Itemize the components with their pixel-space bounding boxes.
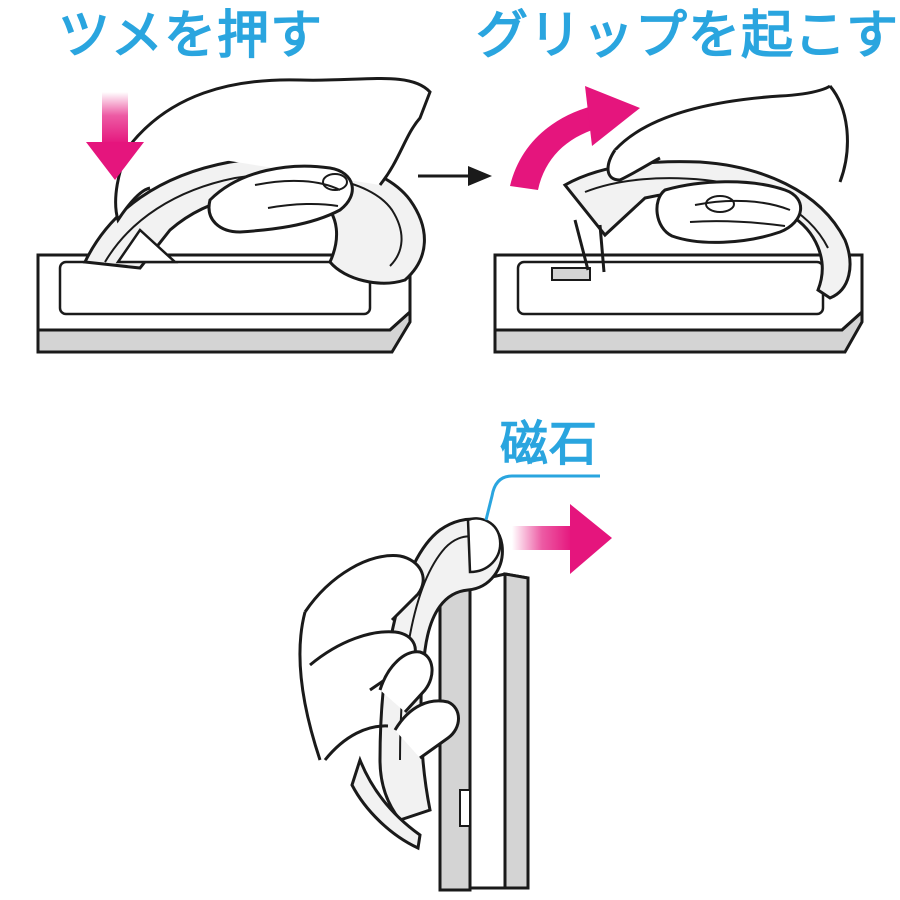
curved-up-arrow-icon [510, 86, 640, 190]
magnet-caption: 磁石 [500, 416, 599, 472]
board-illustration [493, 253, 864, 354]
down-arrow-icon [86, 92, 144, 180]
panel-lift-grip [493, 84, 864, 354]
panel-magnet-pull [298, 474, 612, 892]
right-arrow-icon [418, 166, 492, 186]
magnet-leader-line [484, 474, 600, 521]
step1-caption: ツメを押す [58, 6, 324, 66]
hand-illustration [298, 554, 460, 761]
panel-press-tab [36, 77, 432, 354]
hand-illustration [606, 84, 849, 244]
board-illustration [438, 572, 530, 892]
right-pull-arrow-icon [512, 504, 612, 574]
step2-caption: グリップを起こす [476, 6, 899, 66]
board-illustration [36, 253, 412, 354]
